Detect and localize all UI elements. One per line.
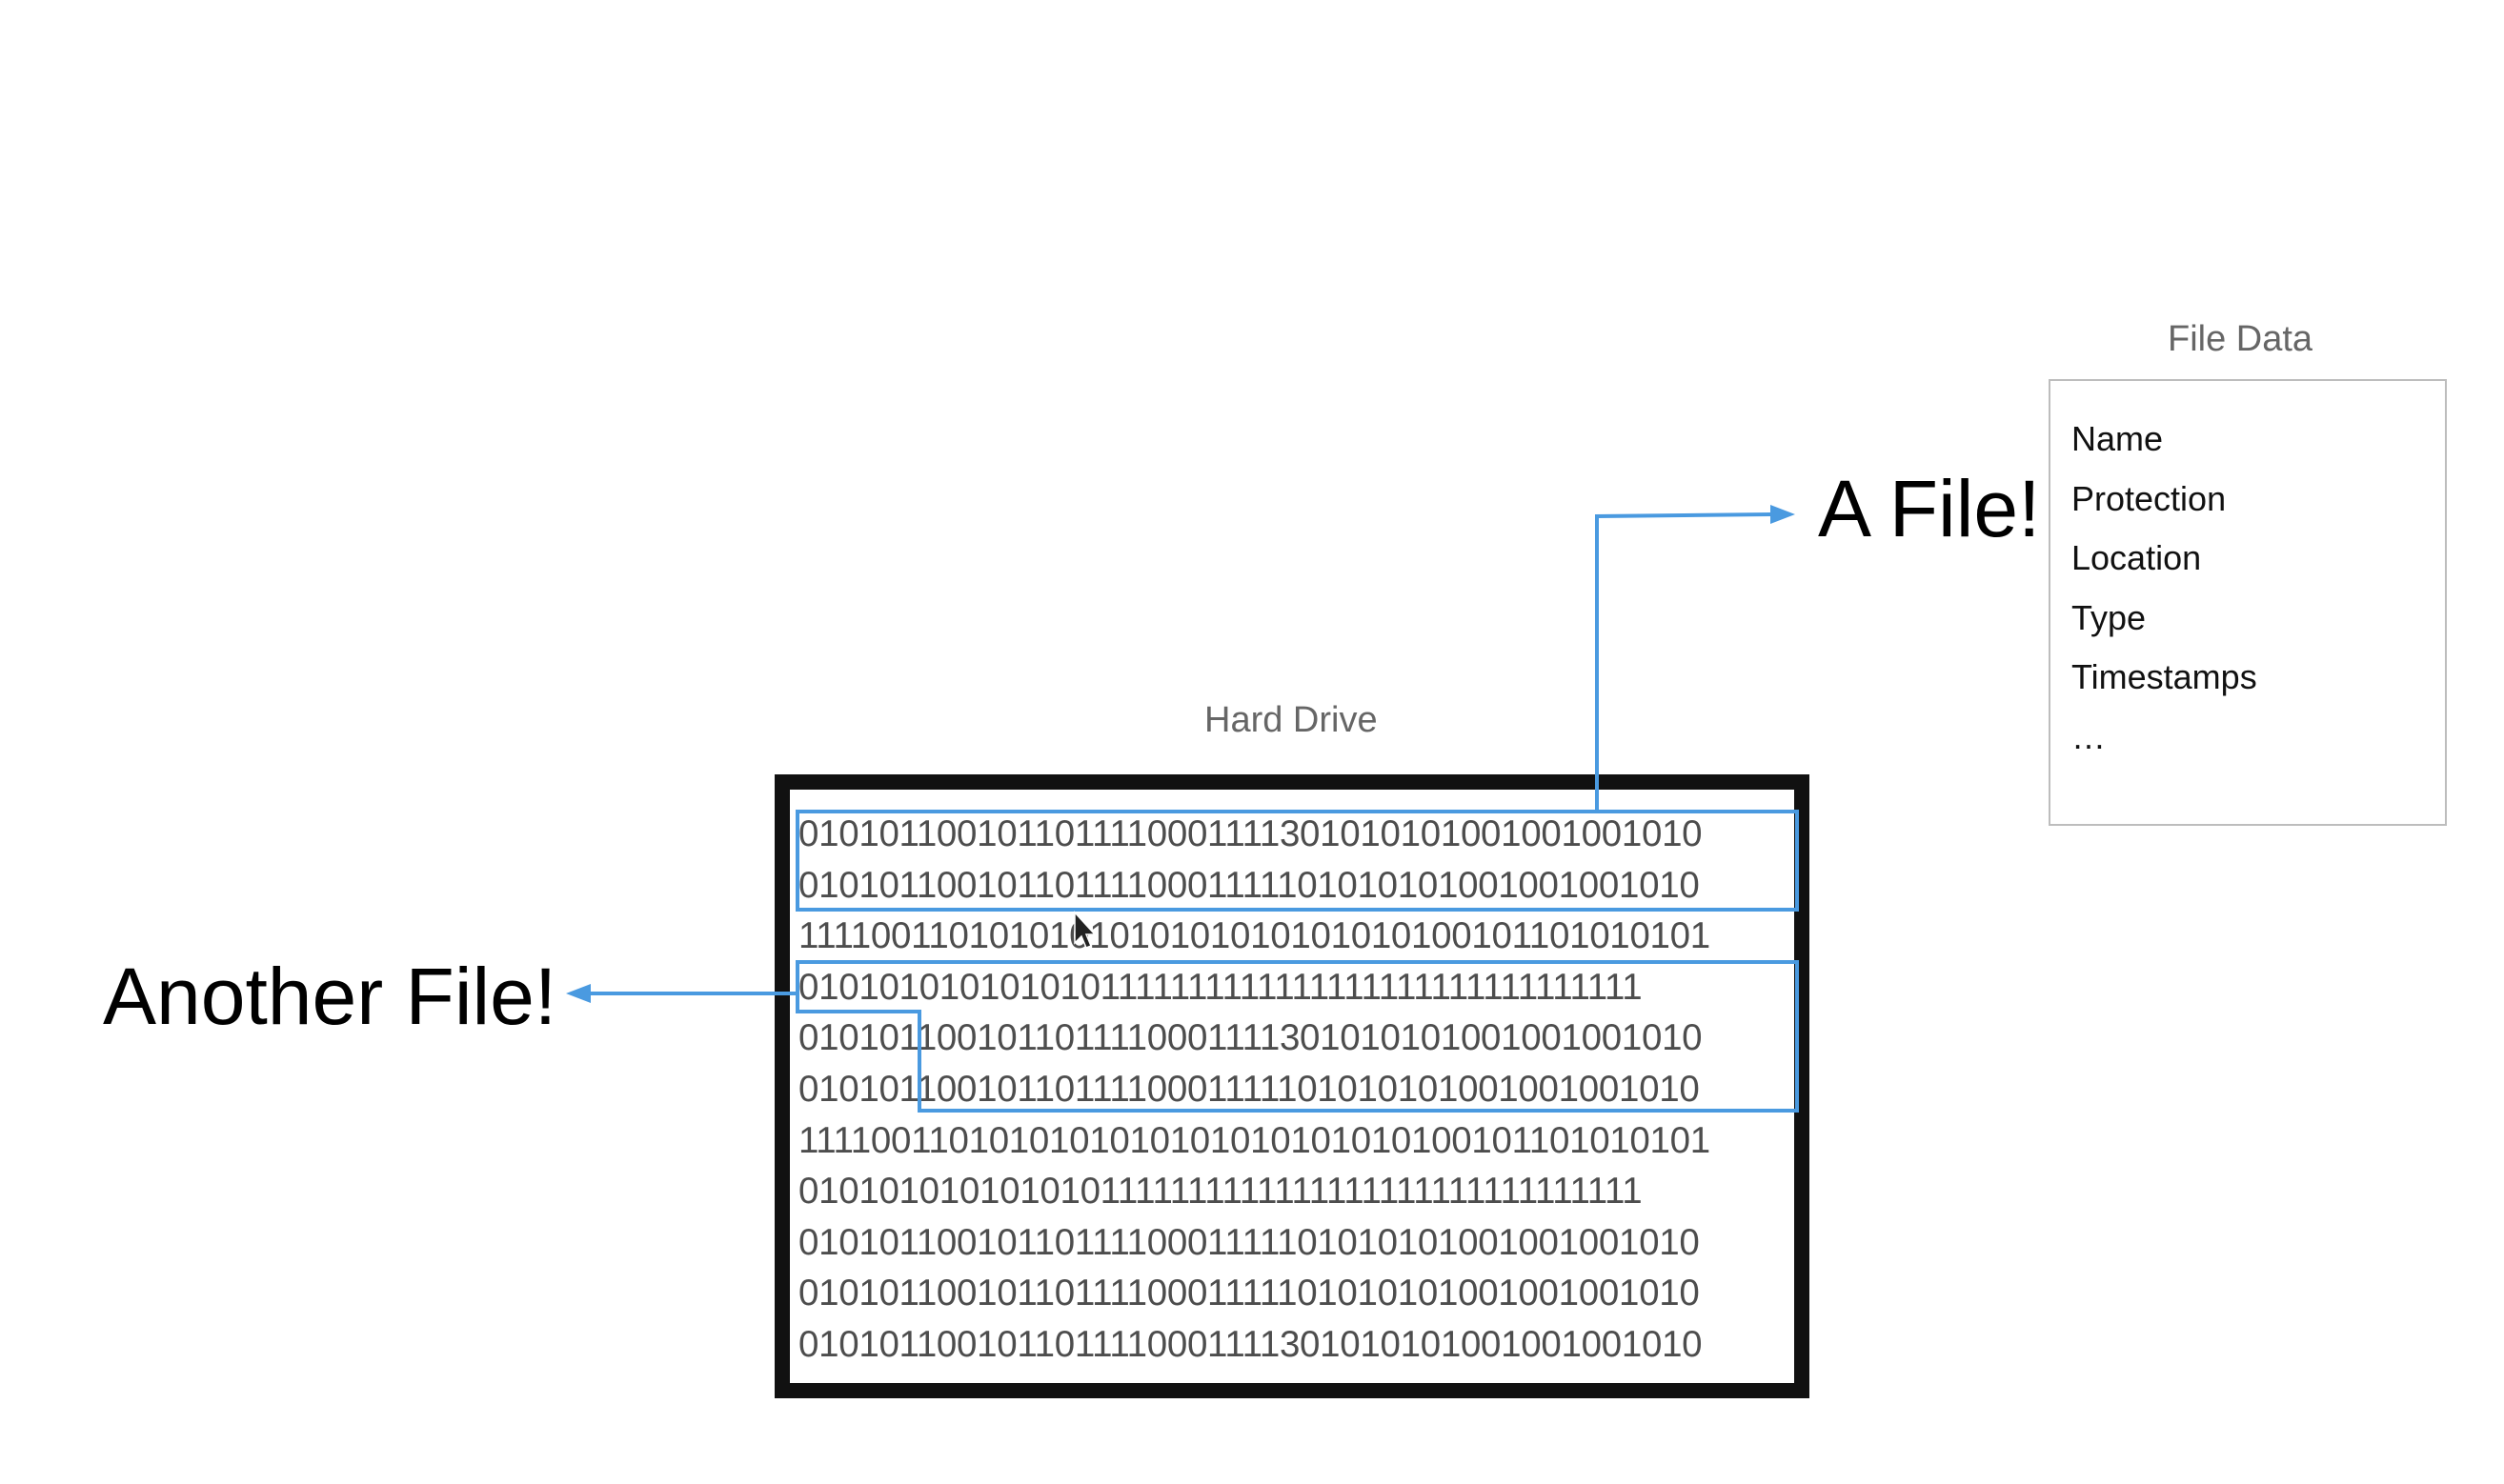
file-data-panel: Name Protection Location Type Timestamps… — [2049, 379, 2447, 826]
bit-row-3: 1111001101010101010101010101010100101101… — [798, 915, 1710, 957]
field-protection: Protection — [2071, 478, 2227, 518]
another-file-arrowhead — [566, 984, 591, 1003]
bit-row-6: 0101011001011011110001111101010101001001… — [798, 1068, 1700, 1110]
bit-row-1: 0101011001011011110001111301010101001001… — [798, 813, 1703, 854]
a-file-arrowhead — [1770, 505, 1795, 524]
bit-row-10: 0101011001011011110001111101010101001001… — [798, 1273, 1700, 1314]
bit-row-4: 0101010101010101111111111111111111111111… — [798, 966, 1643, 1008]
bit-grid: 0101011001011011110001111301010101001001… — [798, 809, 1799, 1371]
a-file-label: A File! — [1818, 464, 2041, 553]
bit-row-9: 0101011001011011110001111101010101001001… — [798, 1221, 1700, 1263]
bit-row-7: 1111001101010101010101010101010100101101… — [798, 1119, 1710, 1161]
bit-row-8: 0101010101010101111111111111111111111111… — [798, 1171, 1643, 1213]
bit-row-2: 0101011001011011110001111101010101001001… — [798, 864, 1700, 906]
bit-row-5: 0101011001011011110001111301010101001001… — [798, 1017, 1703, 1059]
another-file-label: Another File! — [103, 952, 557, 1041]
field-name: Name — [2071, 419, 2164, 458]
field-type: Type — [2071, 597, 2147, 637]
file-data-title: File Data — [2168, 319, 2313, 359]
bit-row-11: 0101011001011011110001111301010101001001… — [798, 1323, 1703, 1365]
field-location: Location — [2071, 538, 2202, 577]
a-file-connector — [1595, 512, 1773, 812]
hard-drive-title: Hard Drive — [1204, 700, 1378, 740]
field-timestamps: Timestamps — [2071, 657, 2257, 696]
field-ellipsis: … — [2071, 716, 2106, 756]
